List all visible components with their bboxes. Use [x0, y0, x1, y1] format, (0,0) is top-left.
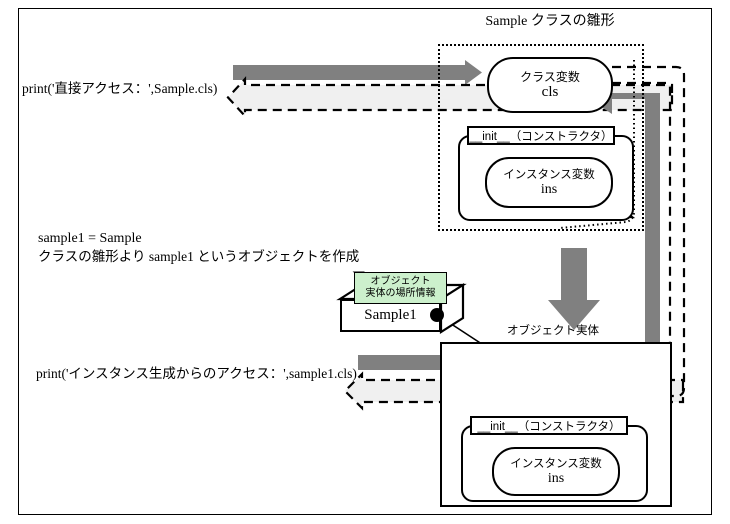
object-reference-callout: オブジェクト 実体の場所情報: [354, 272, 447, 304]
object-reference-group: Sample1 オブジェクト 実体の場所情報: [340, 272, 475, 340]
code-print-direct: print('直接アクセス：',Sample.cls): [22, 81, 218, 96]
code-assignment-block: sample1 = Sample クラスの雛形より sample1 というオブジ…: [38, 230, 359, 266]
class-variable-box: クラス変数 cls: [487, 57, 613, 113]
constructor-label-instance: __init__（コンストラクタ）: [470, 416, 628, 435]
code-assign-line2: クラスの雛形より sample1 というオブジェクトを作成: [38, 249, 360, 264]
instance-variable-box-class: インスタンス変数 ins: [485, 157, 613, 208]
diagram-title: Sample クラスの雛形: [485, 14, 615, 29]
object-entity-caption: オブジェクト実体: [507, 325, 599, 337]
instance-variable-box-instance: インスタンス変数 ins: [492, 447, 620, 496]
class-variable-name: cls: [541, 84, 559, 100]
callout-line-1: オブジェクト: [370, 276, 431, 287]
instance-variable-name-instance: ins: [547, 470, 565, 486]
code-assign-line1: sample1 = Sample: [38, 231, 142, 246]
class-variable-label: クラス変数: [520, 70, 580, 84]
class-template-container: [438, 44, 644, 231]
callout-line-2: 実体の場所情報: [365, 288, 436, 299]
reference-dot: [430, 308, 444, 322]
constructor-label-class: __init__（コンストラクタ）: [467, 126, 615, 145]
instance-variable-label-class: インスタンス変数: [503, 168, 595, 181]
instance-variable-label-instance: インスタンス変数: [510, 457, 602, 470]
instance-variable-name-class: ins: [540, 181, 558, 197]
code-print-instance: print('インスタンス生成からのアクセス：',sample1.cls): [36, 366, 357, 381]
